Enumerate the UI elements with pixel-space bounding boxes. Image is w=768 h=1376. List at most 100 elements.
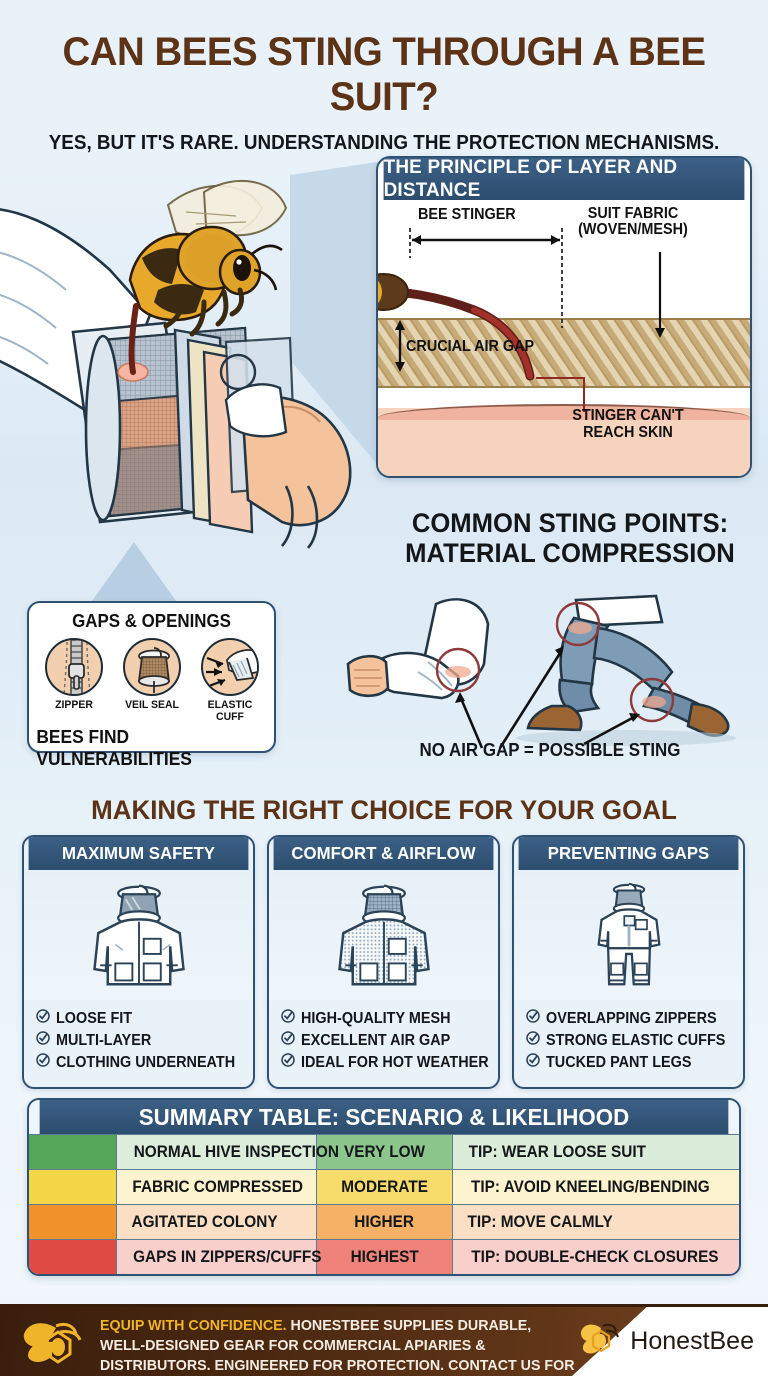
zoom-circle-marker	[219, 353, 257, 391]
row-tip-cell: TIP: MOVE CALMLY	[453, 1205, 739, 1239]
brand-name: HonestBee	[630, 1327, 754, 1355]
check-icon	[526, 1053, 540, 1072]
rear-boot	[686, 702, 730, 737]
row-likelihood-cell: HIGHEST	[317, 1240, 453, 1274]
list-item: TUCKED PANT LEGS	[526, 1053, 743, 1072]
bee-arm-vector	[0, 160, 390, 549]
label-bee-stinger: BEE STINGER	[418, 206, 516, 223]
kneeling-figure	[516, 594, 736, 746]
feature-text: CLOTHING UNDERNEATH	[56, 1053, 236, 1071]
summary-table-heading: SUMMARY TABLE: SCENARIO & LIKELIHOOD	[39, 1100, 729, 1134]
list-item: IDEAL FOR HOT WEATHER	[281, 1053, 498, 1072]
check-icon	[281, 1009, 295, 1028]
gaps-card-title: GAPS & OPENINGS	[72, 611, 231, 631]
veil-seal-icon	[122, 638, 181, 696]
choice-card-preventing-gaps[interactable]: PREVENTING GAPS	[512, 835, 745, 1089]
label-stinger-cant-reach-skin: STINGER CAN'T REACH SKIN	[572, 407, 684, 441]
feature-text: OVERLAPPING ZIPPERS	[546, 1009, 717, 1027]
knee-sting-marker-upper	[555, 601, 601, 647]
feature-text: LOOSE FIT	[56, 1009, 133, 1027]
feature-text: EXCELLENT AIR GAP	[301, 1031, 451, 1049]
gap-label-veil-seal: VEIL SEAL	[124, 699, 179, 711]
elastic-cuff-icon	[200, 638, 259, 696]
gap-label-elastic-cuff: ELASTIC CUFF	[207, 699, 252, 723]
check-icon	[36, 1031, 50, 1050]
card-feature-list: OVERLAPPING ZIPPERS STRONG ELASTIC CUFFS…	[514, 1000, 743, 1087]
row-color-swatch	[29, 1205, 117, 1239]
page-title: CAN BEES STING THROUGH A BEE SUIT?	[62, 30, 706, 119]
footer-text: EQUIP WITH CONFIDENCE. HONESTBEE SUPPLIE…	[100, 1316, 575, 1376]
gaps-card-footer: BEES FIND VULNERABILITIES	[36, 726, 192, 769]
summary-table: SUMMARY TABLE: SCENARIO & LIKELIHOOD NOR…	[27, 1098, 741, 1276]
list-item: OVERLAPPING ZIPPERS	[526, 1009, 743, 1028]
check-icon	[36, 1053, 50, 1072]
sting-points-caption: NO AIR GAP = POSSIBLE STING	[419, 740, 681, 760]
feature-text: HIGH-QUALITY MESH	[301, 1009, 451, 1027]
card-heading: PREVENTING GAPS	[518, 837, 739, 870]
gap-item-zipper: ZIPPER	[42, 638, 106, 723]
row-scenario-cell: NORMAL HIVE INSPECTION	[117, 1135, 339, 1169]
bee-antenna-upper	[251, 244, 283, 256]
check-icon	[526, 1009, 540, 1028]
choice-card-maximum-safety[interactable]: MAXIMUM SAFETY	[22, 835, 255, 1089]
card-heading: MAXIMUM SAFETY	[28, 837, 249, 870]
table-row: FABRIC COMPRESSED MODERATE TIP: AVOID KN…	[29, 1169, 739, 1204]
bent-arm-figure	[346, 598, 490, 700]
principle-vectors	[378, 228, 665, 412]
bee-full-suit-icon	[514, 870, 743, 1000]
header: CAN BEES STING THROUGH A BEE SUIT? YES, …	[0, 0, 768, 155]
gap-label-zipper: ZIPPER	[54, 699, 93, 711]
stinger-base	[378, 273, 409, 311]
wrist-cuff	[224, 383, 288, 438]
bee-body-tip	[378, 280, 382, 304]
list-item: HIGH-QUALITY MESH	[281, 1009, 498, 1028]
gap-item-elastic-cuff: ELASTIC CUFF	[198, 638, 262, 723]
card-feature-list: HIGH-QUALITY MESH EXCELLENT AIR GAP IDEA…	[269, 1000, 498, 1087]
row-scenario-cell: AGITATED COLONY	[117, 1205, 317, 1239]
row-color-swatch	[29, 1135, 117, 1169]
row-scenario-cell: GAPS IN ZIPPERS/CUFFS	[117, 1240, 322, 1274]
label-suit-fabric: SUIT FABRIC (WOVEN/MESH)	[578, 205, 688, 239]
skin-surface-layer	[378, 404, 750, 420]
row-color-swatch	[29, 1240, 117, 1274]
sting-pointer-arrows	[455, 646, 640, 749]
brand-lockup: HonestBee	[579, 1320, 754, 1363]
footer-lead: EQUIP WITH CONFIDENCE.	[100, 1317, 287, 1334]
bee-jacket-solid-icon	[24, 870, 253, 1000]
feature-text: MULTI-LAYER	[56, 1031, 152, 1049]
footer-dark-panel	[0, 1304, 650, 1376]
row-scenario-cell: FABRIC COMPRESSED	[117, 1170, 317, 1204]
row-color-swatch	[29, 1170, 117, 1204]
elbow-sting-marker	[435, 647, 481, 693]
zipper-icon	[44, 638, 103, 696]
principle-panel-heading: THE PRINCIPLE OF LAYER AND DISTANCE	[383, 158, 745, 201]
honeybee-illustration	[128, 179, 288, 375]
row-likelihood-cell: VERY LOW	[317, 1135, 453, 1169]
fist	[346, 654, 390, 698]
front-boot	[526, 704, 583, 732]
sting-points-illustration	[336, 588, 766, 758]
choice-card-comfort-airflow[interactable]: COMFORT & AIRFLOW	[267, 835, 500, 1089]
sting-points-title: COMMON STING POINTS: MATERIAL COMPRESSIO…	[405, 508, 735, 569]
bg-wedge	[290, 160, 390, 480]
page-subtitle: YES, BUT IT'S RARE. UNDERSTANDING THE PR…	[48, 131, 720, 154]
list-item: CLOTHING UNDERNEATH	[36, 1053, 253, 1072]
no-reach-leader	[536, 377, 585, 412]
footer: EQUIP WITH CONFIDENCE. HONESTBEE SUPPLIE…	[0, 1304, 768, 1376]
rear-thigh	[592, 626, 674, 694]
check-icon	[281, 1053, 295, 1072]
row-tip-cell: TIP: WEAR LOOSE SUIT	[453, 1135, 739, 1169]
row-tip-cell: TIP: AVOID KNEELING/BENDING	[453, 1170, 739, 1204]
table-row: AGITATED COLONY HIGHER TIP: MOVE CALMLY	[29, 1204, 739, 1239]
card-feature-list: LOOSE FIT MULTI-LAYER CLOTHING UNDERNEAT…	[24, 1000, 253, 1087]
honestbee-logo-icon	[579, 1320, 623, 1363]
table-row: NORMAL HIVE INSPECTION VERY LOW TIP: WEA…	[29, 1134, 739, 1169]
gaps-and-openings-card: GAPS & OPENINGS ZIPPER	[27, 601, 276, 769]
label-crucial-air-gap: CRUCIAL AIR GAP	[406, 338, 535, 355]
check-icon	[281, 1031, 295, 1050]
list-item: MULTI-LAYER	[36, 1031, 253, 1050]
bee-eye	[233, 255, 251, 281]
row-likelihood-cell: HIGHER	[317, 1205, 453, 1239]
footer-body: HONESTBEE SUPPLIES DURABLE, WELL-DESIGNE…	[100, 1317, 575, 1374]
